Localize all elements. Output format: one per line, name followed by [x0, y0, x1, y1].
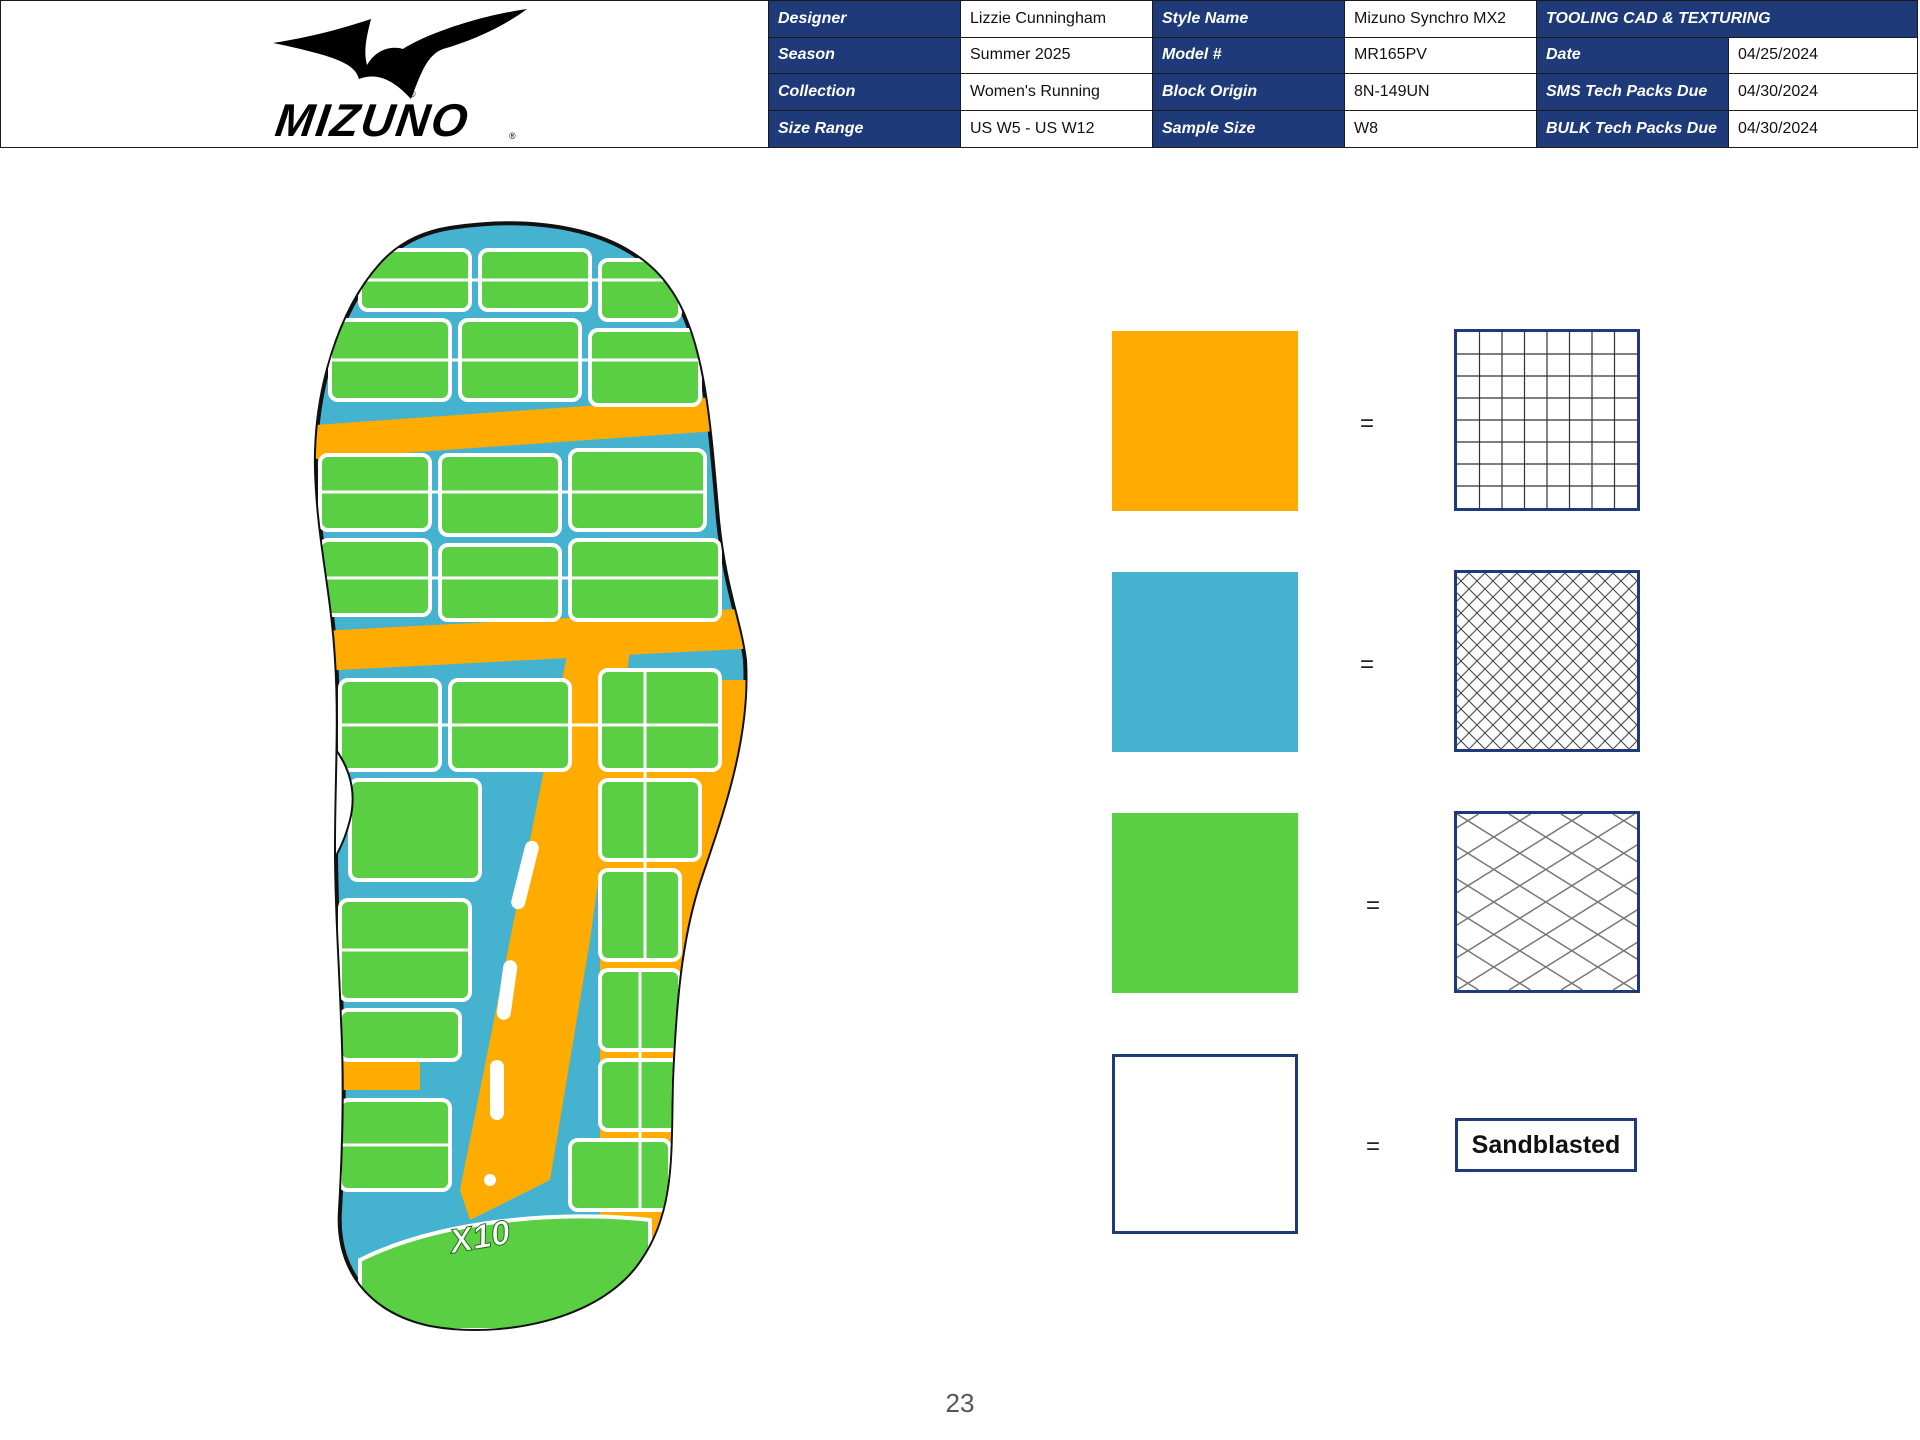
- large-diamond-crosshatch-pattern: [1457, 814, 1637, 990]
- size-range-label: Size Range: [769, 110, 961, 147]
- blue-swatch: [1112, 572, 1298, 752]
- designer-label: Designer: [769, 1, 961, 38]
- section-title: TOOLING CAD & TEXTURING: [1537, 1, 1917, 38]
- brand-wordmark: MIZUNO: [272, 94, 474, 146]
- fine-diamond-crosshatch-texture: [1454, 570, 1640, 752]
- square-grid-texture: [1454, 329, 1640, 511]
- date-value: 04/25/2024: [1729, 37, 1917, 74]
- sms-due-value: 04/30/2024: [1729, 74, 1917, 111]
- bulk-due-value: 04/30/2024: [1729, 110, 1917, 147]
- style-name-label: Style Name: [1153, 1, 1345, 38]
- sms-due-label: SMS Tech Packs Due: [1537, 74, 1729, 111]
- collection-label: Collection: [769, 74, 961, 111]
- logo-cell: MIZUNO ® ®: [1, 1, 769, 147]
- model-value: MR165PV: [1345, 37, 1537, 74]
- mizuno-runbird-logo: [273, 9, 527, 99]
- sample-size-label: Sample Size: [1153, 110, 1345, 147]
- registered-mark-icon: ®: [409, 89, 416, 99]
- size-range-value: US W5 - US W12: [961, 110, 1153, 147]
- block-origin-value: 8N-149UN: [1345, 74, 1537, 111]
- white-swatch: [1112, 1054, 1298, 1234]
- tech-pack-header: MIZUNO ® ® Designer Lizzie Cunningham St…: [0, 0, 1918, 148]
- page-number: 23: [945, 1388, 975, 1418]
- sample-size-value: W8: [1345, 110, 1537, 147]
- bulk-due-label: BULK Tech Packs Due: [1537, 110, 1729, 147]
- spec-table: Designer Lizzie Cunningham Style Name Mi…: [769, 1, 1917, 147]
- fine-diamond-crosshatch-pattern: [1457, 573, 1637, 749]
- designer-value: Lizzie Cunningham: [961, 1, 1153, 38]
- style-name-value: Mizuno Synchro MX2: [1345, 1, 1537, 38]
- equals-sign: =: [1360, 410, 1375, 437]
- large-diamond-crosshatch-texture: [1454, 811, 1640, 993]
- square-grid-pattern: [1457, 332, 1637, 508]
- equals-sign: =: [1366, 1133, 1381, 1160]
- date-label: Date: [1537, 37, 1729, 74]
- model-label: Model #: [1153, 37, 1345, 74]
- season-value: Summer 2025: [961, 37, 1153, 74]
- green-swatch: [1112, 813, 1298, 993]
- sandblasted-label: Sandblasted: [1455, 1118, 1637, 1172]
- block-origin-label: Block Origin: [1153, 74, 1345, 111]
- outsole-illustration: X10: [313, 221, 748, 1331]
- season-label: Season: [769, 37, 961, 74]
- collection-value: Women's Running: [961, 74, 1153, 111]
- registered-mark-icon: ®: [509, 131, 516, 141]
- equals-sign: =: [1360, 651, 1375, 678]
- equals-sign: =: [1366, 892, 1381, 919]
- orange-swatch: [1112, 331, 1298, 511]
